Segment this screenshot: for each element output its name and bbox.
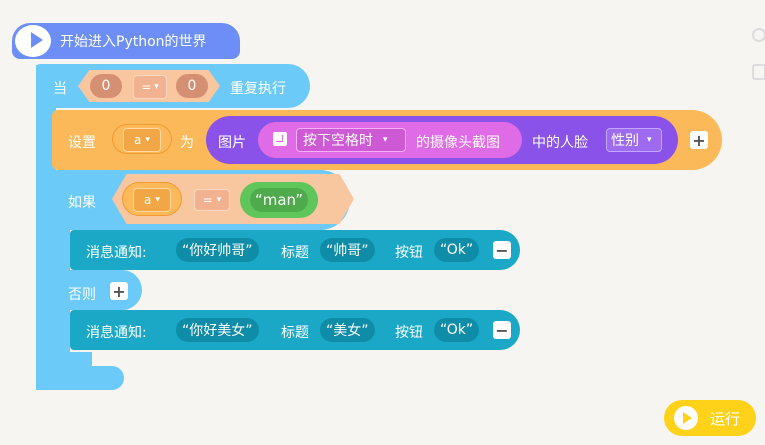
operator-dropdown[interactable]: =▾ xyxy=(133,75,167,99)
if-block-foot[interactable] xyxy=(52,352,92,370)
condition-variable-dropdown[interactable]: a▾ xyxy=(133,188,171,212)
face-attribute-dropdown[interactable]: 性别 ▾ xyxy=(606,128,662,152)
repeat-label: 重复执行 xyxy=(230,81,286,97)
string-block[interactable]: “man” xyxy=(240,182,318,218)
condition-operator-label: = xyxy=(202,193,213,207)
loop-block-arm[interactable] xyxy=(36,65,56,385)
run-label: 运行 xyxy=(710,409,741,428)
notify-label: 消息通知: xyxy=(86,325,147,341)
variable-name: a xyxy=(134,133,142,147)
cond-right-value[interactable]: 0 xyxy=(176,74,208,98)
operator-label: = xyxy=(141,80,152,94)
face-attribute-label: 性别 xyxy=(611,133,639,149)
condition-operator-dropdown[interactable]: =▾ xyxy=(194,189,230,211)
condition-variable-slot[interactable]: a▾ xyxy=(122,182,182,216)
variable-dropdown[interactable]: a▾ xyxy=(123,128,161,152)
cond-left-value[interactable]: 0 xyxy=(90,74,122,98)
face-label: 中的人脸 xyxy=(532,135,588,151)
loop-condition[interactable]: 0 =▾ 0 xyxy=(78,70,220,102)
chevron-down-icon: ▾ xyxy=(647,135,652,145)
chevron-down-icon: ▾ xyxy=(154,82,159,92)
condition-variable-name: a xyxy=(144,193,152,207)
chevron-down-icon: ▾ xyxy=(145,135,150,145)
as-label: 为 xyxy=(180,135,194,151)
notify-button-value[interactable]: “Ok” xyxy=(434,238,480,262)
loop-block-foot[interactable] xyxy=(36,366,124,390)
if-label: 如果 xyxy=(68,195,96,211)
notify-label: 消息通知: xyxy=(86,245,147,261)
notify-message-value[interactable]: “你好美女” xyxy=(176,318,259,342)
remove-param-icon[interactable]: − xyxy=(493,241,511,260)
play-icon xyxy=(674,406,698,430)
loop-label: 当 xyxy=(53,81,67,97)
hat-label: 开始进入Python的世界 xyxy=(60,34,207,50)
notify-title-value[interactable]: “美女” xyxy=(320,318,375,342)
notify-button-label: 按钮 xyxy=(395,245,423,261)
chevron-down-icon: ▾ xyxy=(216,195,222,205)
zoom-icon[interactable] xyxy=(752,28,765,42)
image-label: 图片 xyxy=(218,135,246,151)
variable-slot[interactable]: a▾ xyxy=(112,124,172,154)
notify-title-label: 标题 xyxy=(281,245,309,261)
else-label: 否则 xyxy=(68,287,96,303)
add-param-icon[interactable]: + xyxy=(690,131,708,150)
notify-button-value[interactable]: “Ok” xyxy=(434,318,480,342)
string-value[interactable]: “man” xyxy=(250,188,308,212)
notify-title-label: 标题 xyxy=(281,325,309,341)
chevron-down-icon: ▾ xyxy=(383,135,388,145)
add-branch-icon[interactable]: + xyxy=(110,282,128,301)
capture-trigger-dropdown[interactable]: 按下空格时 ▾ xyxy=(296,128,406,152)
camera-icon xyxy=(273,132,287,146)
notify-title-value[interactable]: “帅哥” xyxy=(320,238,375,262)
capture-trigger-label: 按下空格时 xyxy=(303,133,373,149)
notify-button-label: 按钮 xyxy=(395,325,423,341)
chevron-down-icon: ▾ xyxy=(155,195,160,205)
play-icon[interactable] xyxy=(31,32,43,48)
else-section[interactable] xyxy=(52,270,142,310)
notify-message-value[interactable]: “你好帅哥” xyxy=(176,238,259,262)
camera-suffix-label: 的摄像头截图 xyxy=(416,135,500,151)
menu-icon[interactable] xyxy=(752,64,765,80)
play-triangle xyxy=(683,412,692,424)
remove-param-icon[interactable]: − xyxy=(493,321,511,340)
run-button[interactable]: 运行 xyxy=(664,400,756,436)
set-label: 设置 xyxy=(68,135,96,151)
